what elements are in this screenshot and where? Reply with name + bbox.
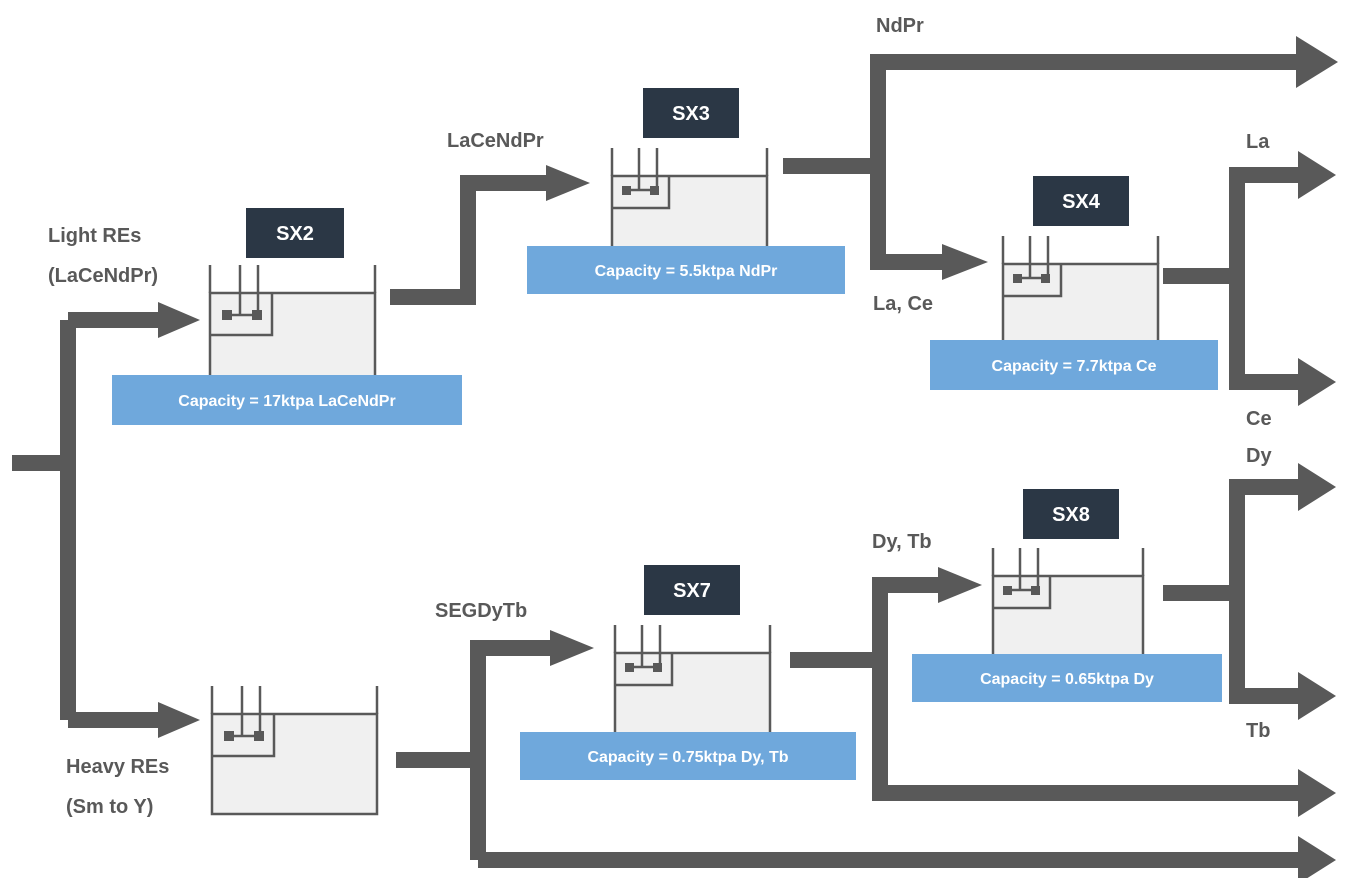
sx3-capacity-box: Capacity = 5.5ktpa NdPr xyxy=(527,246,845,294)
sx4-unit-label: SX4 xyxy=(1033,176,1129,226)
sx7-capacity-box: Capacity = 0.75ktpa Dy, Tb xyxy=(520,732,856,780)
segdytb-stream xyxy=(470,640,552,860)
arrow-head-dy xyxy=(1298,463,1336,511)
dy-label: Dy xyxy=(1246,445,1272,467)
sx2-capacity: Capacity = 17ktpa LaCeNdPr xyxy=(178,393,395,410)
arrow-head-tb xyxy=(1298,672,1336,720)
arrow-head-la xyxy=(1298,151,1336,199)
arrow-head-lacendpr xyxy=(546,165,590,201)
sx8-capacity-box: Capacity = 0.65ktpa Dy xyxy=(912,654,1222,702)
la-stream xyxy=(1229,167,1300,276)
arrow-head-ce xyxy=(1298,358,1336,406)
sx7-capacity: Capacity = 0.75ktpa Dy, Tb xyxy=(587,749,788,766)
sx4-capacity-box: Capacity = 7.7ktpa Ce xyxy=(930,340,1218,390)
arrow-head-segdytb xyxy=(550,630,594,666)
heavy-res-label-line2: (Sm to Y) xyxy=(66,796,153,818)
tb-stream xyxy=(1229,593,1300,704)
heavy-res-label-line1: Heavy REs xyxy=(66,756,169,778)
sx2-name: SX2 xyxy=(276,223,314,245)
flow-lines xyxy=(12,36,1338,878)
sx7-tank-icon xyxy=(613,625,772,740)
ndpr-stream xyxy=(870,54,1298,166)
arrow-head-sx7-bypass xyxy=(1298,769,1336,817)
la-ce-label: La, Ce xyxy=(873,293,933,315)
sx7-bypass-stream xyxy=(872,660,1300,801)
sx4-name: SX4 xyxy=(1062,191,1101,213)
sx7-name: SX7 xyxy=(673,580,711,602)
arrow-head-light-res xyxy=(158,302,200,338)
tb-label: Tb xyxy=(1246,720,1270,742)
sx8-tank-icon xyxy=(991,548,1145,668)
sx7-unit-label: SX7 xyxy=(644,565,740,615)
lacendpr-label: LaCeNdPr xyxy=(447,130,544,152)
sx8-capacity: Capacity = 0.65ktpa Dy xyxy=(980,671,1154,688)
light-res-label-line2: (LaCeNdPr) xyxy=(48,265,158,287)
segdytb-label: SEGDyTb xyxy=(435,600,527,622)
la-ce-stream xyxy=(870,166,944,270)
sx8-name: SX8 xyxy=(1052,504,1090,526)
la-label: La xyxy=(1246,131,1270,153)
sx4-capacity: Capacity = 7.7ktpa Ce xyxy=(992,358,1157,375)
dy-stream xyxy=(1229,479,1300,593)
sx8-unit-label: SX8 xyxy=(1023,489,1119,539)
sx3-capacity: Capacity = 5.5ktpa NdPr xyxy=(595,263,778,280)
sx3-tank-icon xyxy=(610,148,769,258)
ndpr-label: NdPr xyxy=(876,15,924,37)
arrow-head-heavy-res xyxy=(158,702,200,738)
sx2-unit-label: SX2 xyxy=(246,208,344,258)
dy-tb-label: Dy, Tb xyxy=(872,531,932,553)
ce-stream xyxy=(1229,276,1300,390)
light-res-label-line1: Light REs xyxy=(48,225,141,247)
ce-label: Ce xyxy=(1246,408,1272,430)
sx3-unit-label: SX3 xyxy=(643,88,739,138)
dy-tb-stream xyxy=(872,577,940,660)
sx2-tank-icon xyxy=(208,265,377,395)
sx3-name: SX3 xyxy=(672,103,710,125)
sx2-capacity-box: Capacity = 17ktpa LaCeNdPr xyxy=(112,375,462,425)
arrow-head-dy-tb xyxy=(938,567,982,603)
arrow-head-la-ce xyxy=(942,244,988,280)
arrow-head-heavy-bypass xyxy=(1298,836,1336,878)
arrow-head-ndpr xyxy=(1296,36,1338,88)
sx4-tank-icon xyxy=(1001,236,1160,356)
lacendpr-stream xyxy=(390,175,548,305)
heavy-res-tank-icon xyxy=(210,686,379,816)
